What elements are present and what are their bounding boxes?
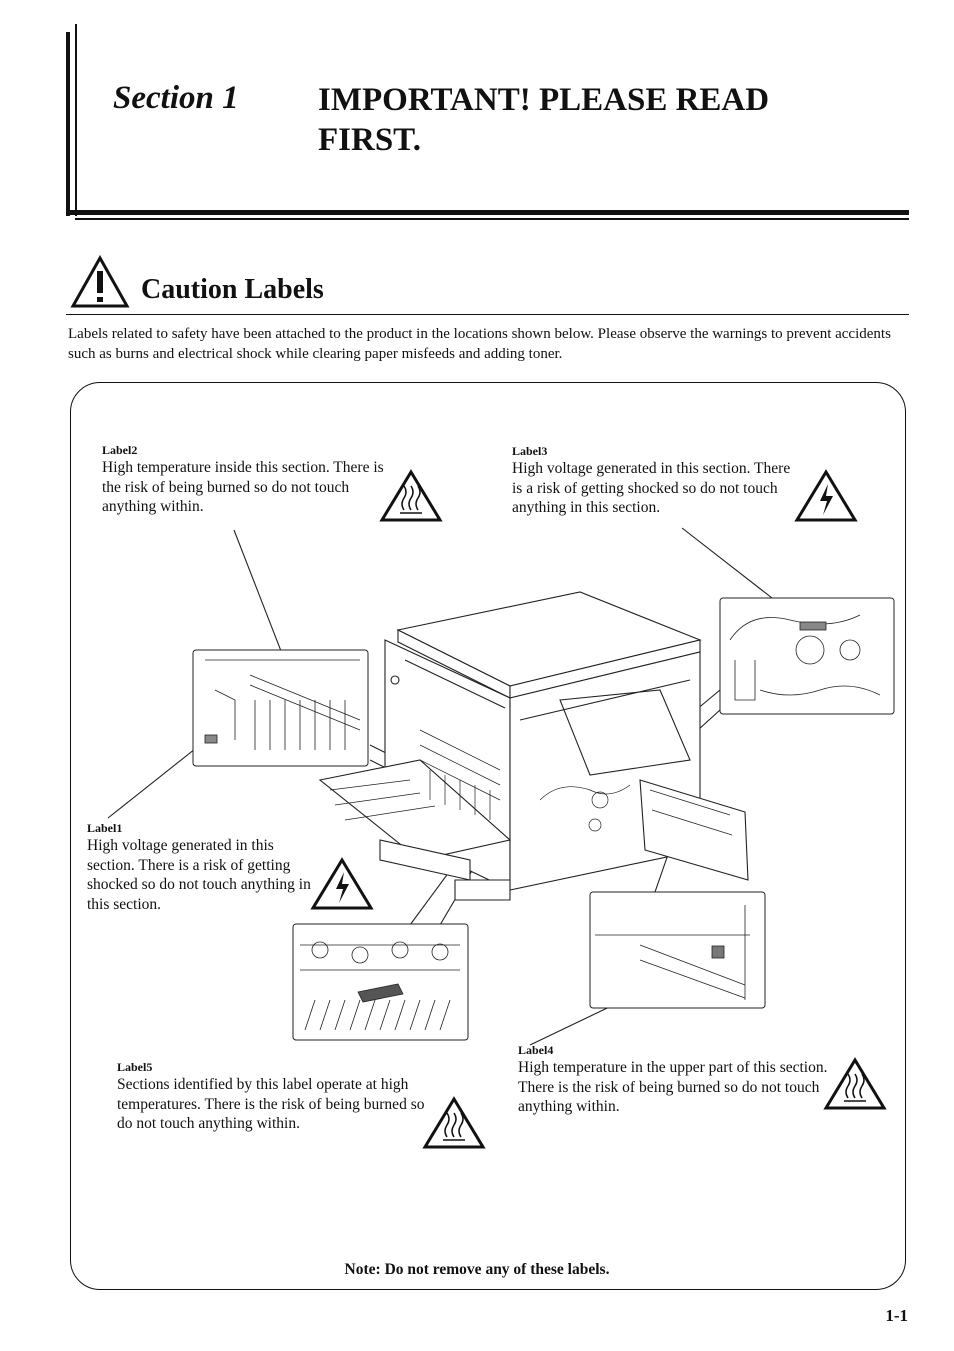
label5-text: Sections identified by this label operat… [117,1076,425,1132]
section-label: Section 1 [113,80,239,116]
label4-text: High temperature in the upper part of th… [518,1059,828,1115]
intro-paragraph: Labels related to safety have been attac… [68,326,891,362]
label1-title: Label1 [87,821,123,835]
copier-details [329,729,733,836]
section-title: IMPORTANT! PLEASE READ FIRST. [318,82,770,158]
page-number: 1-1 [885,1306,908,1325]
hot-surface-warning-icon [379,469,443,522]
label2-title: Label2 [102,443,138,457]
label3-title: Label3 [512,444,548,458]
copier-illustration [318,591,749,901]
high-voltage-warning-icon [794,469,858,522]
hot-surface-warning-icon [422,1096,486,1149]
inset-fuser [192,649,369,767]
label1-text: High voltage generated in this section. … [87,837,311,913]
heading-rule [66,314,909,315]
header-rule [75,218,909,220]
header-rule [66,210,909,215]
hot-surface-warning-icon [823,1057,887,1110]
high-voltage-warning-icon [310,857,374,910]
caution-warning-icon [70,255,130,308]
footer-note: Note: Do not remove any of these labels. [344,1261,610,1278]
inset-toner [719,597,895,715]
inset-side-panel [589,891,766,1009]
label3-text: High voltage generated in this section. … [512,460,791,516]
header-frame-bar [75,24,77,216]
diagram-frame [70,382,906,1290]
header-frame-bar [66,32,70,216]
label4-title: Label4 [518,1043,554,1057]
label2-text: High temperature inside this section. Th… [102,459,384,515]
inset-rollers [292,923,469,1041]
caution-heading: Caution Labels [141,274,324,305]
label5-title: Label5 [117,1060,153,1074]
